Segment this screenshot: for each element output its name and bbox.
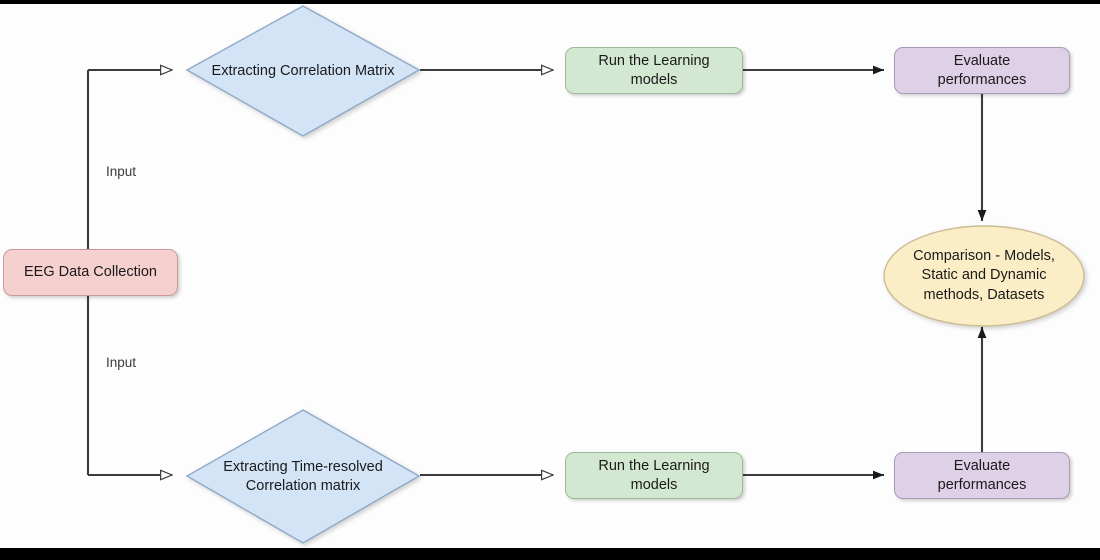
node-evaluate-performances-bottom[interactable]: Evaluate performances [894, 452, 1070, 499]
node-comparison[interactable]: Comparison - Models, Static and Dynamic … [882, 224, 1086, 328]
diagram-stage: Input Input EEG Data Collection Extracti… [0, 4, 1100, 548]
node-run-learning-models-bottom-line2: models [630, 476, 678, 493]
node-comparison-line3: methods, Datasets [923, 286, 1045, 303]
node-run-learning-models-top-line2: models [630, 71, 678, 88]
node-eeg-data-collection[interactable]: EEG Data Collection [3, 249, 178, 296]
node-run-learning-models-bottom-line1: Run the Learning [598, 458, 710, 475]
ellipse-shape-comparison [883, 225, 1085, 327]
node-extracting-correlation-matrix-label: Extracting Correlation Matrix [211, 62, 395, 79]
top-border-band [0, 0, 1100, 4]
edge-label-input-bottom: Input [106, 355, 137, 370]
node-extracting-correlation-matrix[interactable]: Extracting Correlation Matrix [185, 4, 421, 138]
node-run-learning-models-top-line1: Run the Learning [598, 53, 710, 70]
node-evaluate-performances-top-line2: performances [937, 71, 1027, 88]
node-eeg-data-collection-label: EEG Data Collection [24, 264, 157, 281]
node-extracting-time-resolved-correlation-matrix[interactable]: Extracting Time-resolved Correlation mat… [185, 408, 421, 545]
node-extracting-time-resolved-correlation-matrix-label: Extracting Time-resolved Correlation mat… [223, 458, 383, 494]
node-comparison-label: Comparison - Models, Static and Dynamic … [882, 224, 1086, 328]
node-run-learning-models-bottom[interactable]: Run the Learning models [565, 452, 743, 499]
node-evaluate-performances-top[interactable]: Evaluate performances [894, 47, 1070, 94]
node-evaluate-performances-bottom-line2: performances [937, 476, 1027, 493]
node-evaluate-performances-bottom-line1: Evaluate [953, 458, 1011, 475]
node-comparison-line1: Comparison - Models, [913, 247, 1055, 264]
node-run-learning-models-top[interactable]: Run the Learning models [565, 47, 743, 94]
edge-label-input-top: Input [106, 164, 137, 179]
node-comparison-line2: Static and Dynamic [921, 267, 1047, 284]
bottom-border-band [0, 548, 1100, 560]
node-evaluate-performances-top-line1: Evaluate [953, 53, 1011, 70]
